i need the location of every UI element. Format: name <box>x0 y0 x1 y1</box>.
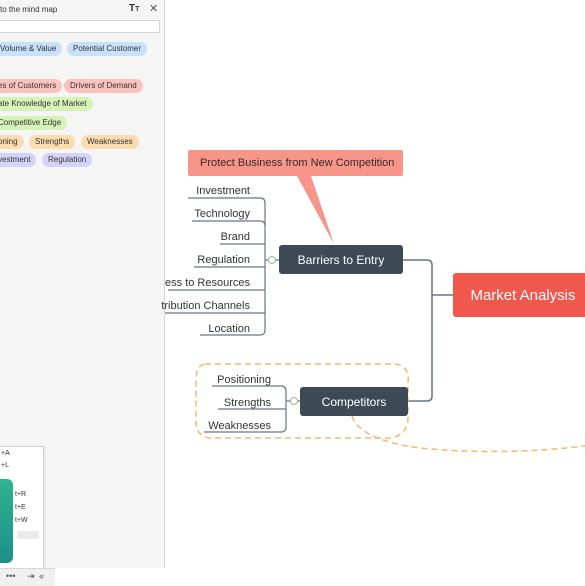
tag-drivers-of-demand[interactable]: Drivers of Demand <box>64 79 143 93</box>
leaf-investment[interactable]: Investment <box>196 185 250 197</box>
close-icon[interactable]: ✕ <box>149 3 159 15</box>
shortcut-text: t+W <box>15 517 28 524</box>
leaf-regulation[interactable]: Regulation <box>197 254 250 266</box>
theme-thumbnail[interactable] <box>0 479 13 563</box>
barriers-to-entry-node[interactable]: Barriers to Entry <box>279 245 403 274</box>
leaf-positioning[interactable]: Positioning <box>217 374 271 386</box>
leaf-access-to-resources[interactable]: ess to Resources <box>165 277 250 289</box>
export-icon[interactable]: ⇥ <box>27 571 35 581</box>
competitors-node[interactable]: Competitors <box>300 387 408 416</box>
shortcut-popup: +A +L t+R t+E t+W <box>0 446 44 570</box>
collapse-panel-icon[interactable]: « <box>39 571 45 581</box>
root-branch-line <box>403 259 433 402</box>
relationship-line[interactable] <box>351 415 585 453</box>
tag-weaknesses[interactable]: Weaknesses <box>81 135 139 149</box>
leaf-brand[interactable]: Brand <box>220 231 250 243</box>
collapse-toggle[interactable] <box>290 397 298 405</box>
scroll-bar[interactable] <box>17 531 39 539</box>
tag-potential-customer[interactable]: Potential Customer <box>67 42 148 56</box>
leaf-technology[interactable]: Technology <box>194 208 250 220</box>
tag-investment[interactable]: vestment <box>0 153 37 167</box>
leaf-weaknesses[interactable]: Weaknesses <box>208 420 271 432</box>
tag-competitive-edge[interactable]: Competitive Edge <box>0 116 68 130</box>
shortcut-text: +L <box>1 462 9 469</box>
tag-volume-value[interactable]: Volume & Value <box>0 42 63 56</box>
tag-regulation[interactable]: Regulation <box>42 153 93 167</box>
text-size-icon[interactable]: TT <box>129 3 140 14</box>
competitors-boundary[interactable] <box>195 363 409 439</box>
panel-header: to the mind map TT ✕ <box>0 0 164 20</box>
callout-protect-business[interactable]: Protect Business from New Competition <box>188 150 403 176</box>
shortcut-text: +A <box>1 450 10 457</box>
leaf-strengths[interactable]: Strengths <box>223 397 271 409</box>
bottom-toolbar: ••• ⇥ « <box>0 568 55 586</box>
panel-title: to the mind map <box>0 5 58 14</box>
market-analysis-root-node[interactable]: Market Analysis <box>453 273 585 317</box>
shortcut-text: t+E <box>15 504 26 511</box>
tag-strengths[interactable]: Strengths <box>29 135 76 149</box>
callout-pointer <box>297 176 334 244</box>
shortcut-text: t+R <box>15 491 27 498</box>
leaf-distribution-channels[interactable]: tribution Channels <box>161 300 250 312</box>
tag-knowledge-of-market[interactable]: ate Knowledge of Market <box>0 97 93 111</box>
tag-positioning[interactable]: oning <box>0 135 24 149</box>
tag-types-of-customers[interactable]: es of Customers <box>0 79 63 93</box>
collapse-toggle[interactable] <box>268 256 276 264</box>
leaf-location[interactable]: Location <box>208 323 250 335</box>
panel-search-input[interactable] <box>0 20 160 33</box>
more-icon[interactable]: ••• <box>6 571 16 581</box>
